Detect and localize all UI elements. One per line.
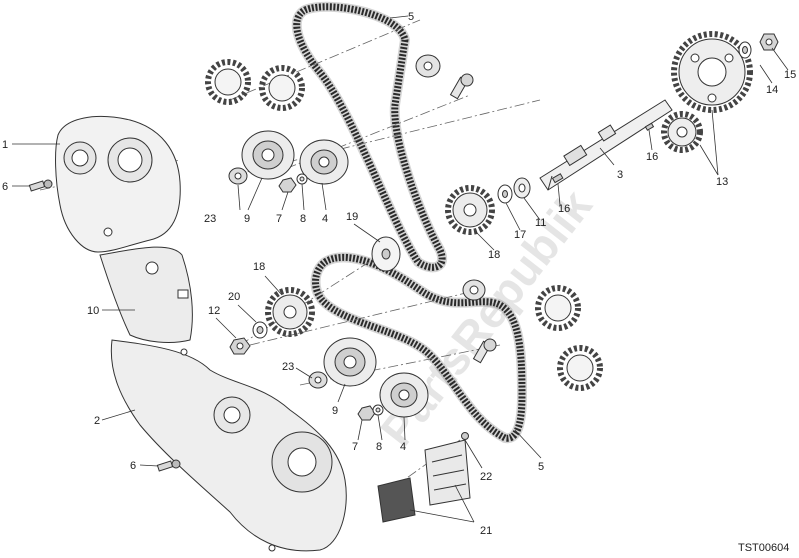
lower-cam-pulley-ghost-b (557, 345, 603, 391)
label-9-lower: 9 (332, 405, 338, 417)
cover-screw-lower (156, 459, 181, 472)
lower-idler-pulley-9 (323, 337, 377, 387)
upper-nut-7 (278, 177, 297, 193)
crank-small-gear (661, 111, 703, 153)
label-5-upper: 5 (408, 11, 414, 23)
label-21: 21 (480, 525, 492, 537)
spacer-disc-19 (371, 236, 401, 272)
label-15: 15 (784, 69, 796, 81)
label-7-upper: 7 (276, 213, 282, 225)
upper-stud-bolt (449, 73, 474, 100)
leader-lines (12, 15, 789, 523)
label-3: 3 (617, 169, 623, 181)
label-11: 11 (535, 217, 546, 229)
lower-washer-8 (372, 404, 384, 416)
jackshaft-spacer-11 (513, 177, 531, 199)
lower-stud-spacer (462, 279, 486, 301)
label-18-upper: 18 (488, 249, 500, 261)
gear-nut-15 (759, 33, 779, 51)
shaft-key-16 (644, 122, 655, 131)
jackshaft-washer-17 (497, 184, 513, 204)
label-16-upper: 16 (646, 151, 658, 163)
label-10: 10 (87, 305, 99, 317)
lower-washer-20 (252, 321, 268, 339)
label-4-lower: 4 (400, 441, 406, 453)
label-18-lower: 18 (253, 261, 265, 273)
lower-stud-bolt (472, 338, 497, 364)
lower-nut-12 (229, 337, 251, 355)
belt-guard-bracket-21 (424, 439, 471, 506)
upper-idler-pulley-9 (241, 130, 295, 180)
callout-labels: 1 6 10 2 6 23 9 7 8 4 5 3 11 17 18 16 16… (2, 11, 796, 537)
label-16-lower: 16 (558, 203, 570, 215)
upper-cam-pulley-ghost-b (259, 65, 305, 111)
jackshaft-pulley-18-upper (445, 185, 495, 235)
label-8-lower: 8 (376, 441, 382, 453)
lower-timing-cover (110, 339, 347, 552)
upper-stud-spacer (415, 54, 441, 78)
upper-timing-belt (291, 1, 447, 273)
crank-large-gear (671, 31, 753, 113)
label-9-upper: 9 (244, 213, 250, 225)
label-8-upper: 8 (300, 213, 306, 225)
upper-cam-pulley-ghost-a (205, 59, 251, 105)
label-20: 20 (228, 291, 240, 303)
rubber-pad-21 (377, 477, 416, 523)
lower-timing-belt (310, 252, 528, 444)
bracket-screw-22 (461, 432, 469, 440)
label-6-upper: 6 (2, 181, 8, 193)
gear-washer-14 (738, 41, 752, 59)
upper-bolt-23 (228, 167, 248, 185)
label-1: 1 (2, 139, 8, 151)
label-13: 13 (716, 176, 728, 188)
lower-bolt-23 (308, 371, 328, 389)
label-7-lower: 7 (352, 441, 358, 453)
lower-cam-pulley-ghost-a (535, 285, 581, 331)
label-19: 19 (346, 211, 358, 223)
jackshaft (539, 99, 673, 191)
label-23-upper: 23 (204, 213, 216, 225)
lower-nut-7 (357, 405, 376, 421)
shaft-key-16-lower (551, 173, 564, 184)
lower-pulley-18 (265, 287, 315, 337)
label-5-lower: 5 (538, 461, 544, 473)
upper-tensioner-pulley-4 (299, 139, 349, 185)
lower-tensioner-pulley-4 (379, 372, 429, 418)
label-23-lower: 23 (282, 361, 294, 373)
cover-screw-upper (28, 179, 53, 192)
label-4-upper: 4 (322, 213, 328, 225)
upper-washer-8 (296, 173, 308, 185)
label-12: 12 (208, 305, 220, 317)
label-22: 22 (480, 471, 492, 483)
label-2: 2 (94, 415, 100, 427)
upper-timing-cover (55, 115, 181, 253)
cover-middle-section (99, 246, 193, 343)
label-14: 14 (766, 84, 778, 96)
label-6-lower: 6 (130, 460, 136, 472)
label-17: 17 (514, 229, 526, 241)
drawing-code: TST00604 (738, 542, 789, 554)
